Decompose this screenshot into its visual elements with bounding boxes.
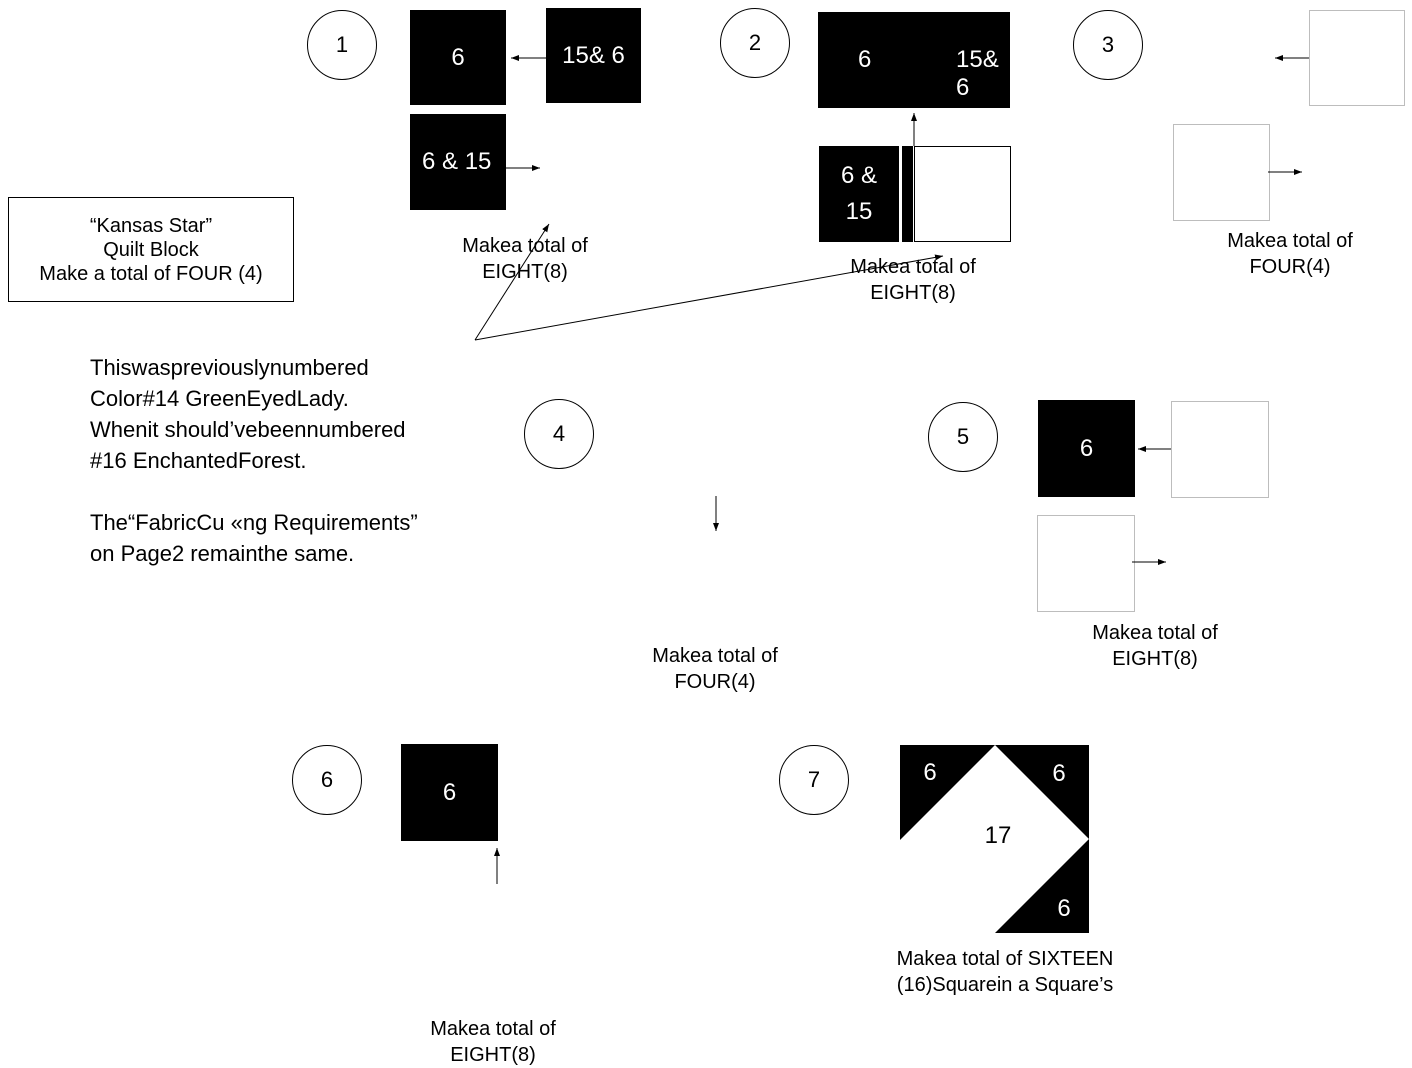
step-2-label-b: 15& 6: [956, 46, 999, 101]
correction-note: Thiswaspreviouslynumbered Color#14 Green…: [90, 352, 510, 569]
step-3-caption: Makea total of FOUR(4): [1195, 228, 1385, 280]
title-box: “Kansas Star” Quilt Block Make a total o…: [8, 197, 294, 302]
step-5-caption: Makea total of EIGHT(8): [1060, 620, 1250, 672]
step-2-caption-line-1: Makea total of: [850, 256, 976, 278]
step-1-caption-line-2: EIGHT(8): [482, 261, 568, 283]
step-1-square-c: 6 & 15: [410, 114, 506, 210]
step-4-caption-line-2: FOUR(4): [674, 671, 756, 693]
step-5-caption-line-2: EIGHT(8): [1112, 648, 1198, 670]
step-3-number: 3: [1073, 10, 1143, 80]
step-7-corner-bottom-right: [995, 839, 1089, 933]
step-2-light-square: [914, 146, 1011, 242]
step-5-caption-line-1: Makea total of: [1092, 622, 1218, 644]
title-line-1: “Kansas Star”: [89, 214, 213, 237]
step-4-caption: Makea total of FOUR(4): [620, 643, 810, 695]
step-7-label-bottom-right: 6: [1057, 895, 1070, 922]
step-5-number: 5: [928, 402, 998, 472]
note-line-1: Thiswaspreviouslynumbered: [90, 355, 369, 380]
step-7-caption: Makea total of SIXTEEN (16)Squarein a Sq…: [860, 946, 1150, 998]
step-5-square-a: 6: [1038, 400, 1135, 497]
title-line-2: Quilt Block: [103, 238, 199, 261]
note-line-4: #16 EnchantedForest.: [90, 448, 307, 473]
step-7-corner-top-right: [995, 745, 1089, 839]
step-7-square-in-a-square: 6 6 17 6: [900, 745, 1089, 933]
step-1-caption-line-1: Makea total of: [462, 235, 588, 257]
step-2-strip-set: 6 15& 6: [818, 12, 1010, 108]
step-1-square-b: 15& 6: [546, 8, 641, 103]
step-6-number: 6: [292, 745, 362, 815]
step-3-caption-line-1: Makea total of: [1227, 230, 1353, 252]
step-7-caption-line-1: Makea total of SIXTEEN: [896, 948, 1114, 970]
step-1-number: 1: [307, 10, 377, 80]
step-2-label-c1: 6 &: [840, 162, 878, 189]
step-5-square-c: [1037, 515, 1135, 612]
step-7-label-top-left: 6: [923, 759, 936, 786]
step-6-caption-line-2: EIGHT(8): [450, 1044, 536, 1066]
step-2-square-c: 6 & 15: [819, 146, 899, 242]
step-7-caption-line-2: (16)Squarein a Square’s: [896, 974, 1114, 996]
step-7-corner-top-left: [900, 745, 995, 840]
step-2-caption-line-2: EIGHT(8): [870, 282, 956, 304]
step-2-label-a: 6: [858, 46, 872, 73]
step-2-caption: Makea total of EIGHT(8): [815, 254, 1011, 306]
note-line-2: Color#14 GreenEyedLady.: [90, 386, 349, 411]
diagram-overlay: 6 6 17 6: [474, 55, 1309, 933]
step-3-caption-line-2: FOUR(4): [1249, 256, 1331, 278]
step-7-label-center: 17: [985, 822, 1012, 849]
note-line-6: on Page2 remainthe same.: [90, 541, 355, 566]
step-6-square-a: 6: [401, 744, 498, 841]
step-2-thin-strip: [902, 146, 913, 242]
step-5-square-b: [1171, 401, 1269, 498]
step-6-caption-line-1: Makea total of: [430, 1018, 556, 1040]
note-arrow-to-step-2: [474, 254, 944, 341]
title-line-3: Make a total of FOUR (4): [39, 262, 263, 285]
step-4-number: 4: [524, 399, 594, 469]
step-7-label-top-right: 6: [1052, 760, 1065, 787]
note-line-3: Whenit should’vebeennumbered: [90, 417, 406, 442]
step-7-number: 7: [779, 745, 849, 815]
note-line-5: The“FabricCu «ng Requirements”: [90, 510, 418, 535]
step-1-caption: Makea total of EIGHT(8): [430, 233, 620, 285]
note-arrow-to-step-1: [474, 223, 550, 341]
step-2-number: 2: [720, 8, 790, 78]
step-4-caption-line-1: Makea total of: [652, 645, 778, 667]
step-1-square-a: 6: [410, 10, 506, 105]
step-3-square-a: [1309, 10, 1405, 106]
step-2-label-c2: 15: [845, 198, 873, 225]
